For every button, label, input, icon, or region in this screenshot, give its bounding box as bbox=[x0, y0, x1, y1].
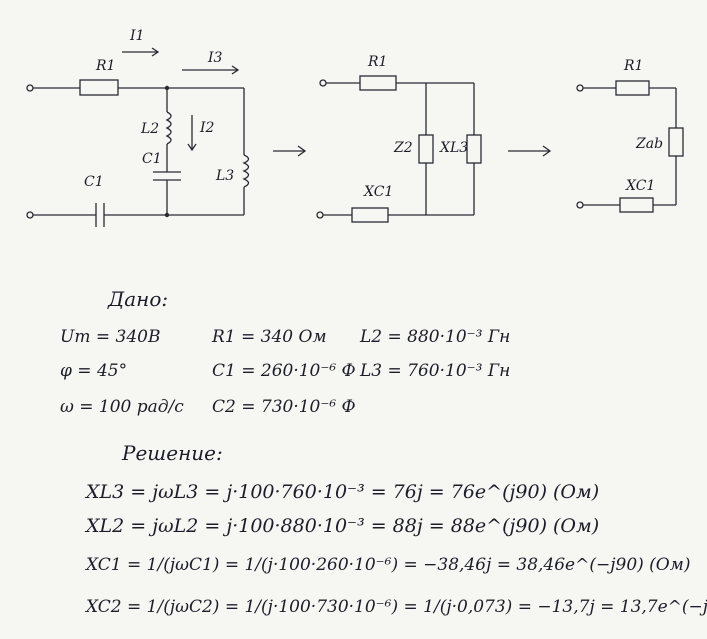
given-l2: L2 = 880·10⁻³ Гн bbox=[359, 327, 510, 347]
label-r1-step3: R1 bbox=[623, 58, 643, 74]
terminal-bottom-2 bbox=[316, 211, 324, 219]
given-um: Um = 340B bbox=[60, 327, 160, 347]
inductor-l2 bbox=[165, 111, 172, 145]
label-l2: L2 bbox=[140, 121, 159, 137]
solution-xl2: XL2 = jωL2 = j·100·880·10⁻³ = 88j = 88e^… bbox=[84, 515, 599, 537]
label-i2: I2 bbox=[199, 120, 215, 136]
terminal-bottom-1 bbox=[26, 211, 34, 219]
terminal-top-2 bbox=[319, 79, 327, 87]
given-heading: Дано: bbox=[107, 287, 168, 311]
impedance-z2 bbox=[418, 134, 434, 164]
label-xc1-step3: XC1 bbox=[625, 178, 655, 194]
circuit-step2: R1 Z2 XL3 XC1 bbox=[316, 54, 482, 223]
solution-xl3: XL3 = jωL3 = j·100·760·10⁻³ = 76j = 76e^… bbox=[84, 481, 599, 503]
given-section: Дано: Um = 340B R1 = 340 Ом L2 = 880·10⁻… bbox=[60, 287, 510, 417]
circuit-step3: R1 Zab XC1 bbox=[576, 58, 684, 213]
resistor-r1-step2 bbox=[359, 75, 397, 91]
impedance-xc1-step3 bbox=[619, 197, 654, 213]
terminal-top-3 bbox=[576, 84, 584, 92]
given-l3: L3 = 760·10⁻³ Гн bbox=[359, 361, 510, 381]
inductor-l3 bbox=[242, 154, 250, 188]
impedance-xl3 bbox=[466, 134, 482, 164]
label-i3: I3 bbox=[207, 50, 223, 66]
label-r1-step2: R1 bbox=[367, 54, 387, 70]
solution-xc1: XC1 = 1/(jωC1) = 1/(j·100·260·10⁻⁶) = −3… bbox=[84, 555, 690, 575]
given-c2: C2 = 730·10⁻⁶ Ф bbox=[212, 397, 356, 417]
label-r1: R1 bbox=[95, 58, 115, 74]
given-phi: φ = 45° bbox=[60, 361, 127, 381]
given-r1: R1 = 340 Ом bbox=[211, 327, 327, 347]
label-xc1-step2: XC1 bbox=[363, 184, 393, 200]
impedance-xc1-step2 bbox=[351, 207, 389, 223]
resistor-r1-step3 bbox=[615, 80, 650, 96]
label-i1: I1 bbox=[129, 28, 144, 44]
terminal-bottom-3 bbox=[576, 201, 584, 209]
label-zab: Zab bbox=[635, 136, 663, 152]
label-l3: L3 bbox=[215, 168, 234, 184]
label-z2: Z2 bbox=[393, 140, 413, 156]
terminal-top-1 bbox=[26, 84, 34, 92]
solution-heading: Решение: bbox=[121, 441, 223, 465]
given-omega: ω = 100 рад/с bbox=[60, 397, 184, 417]
label-c1-branch: C1 bbox=[142, 151, 162, 167]
solution-section: Решение: XL3 = jωL3 = j·100·760·10⁻³ = 7… bbox=[84, 441, 707, 617]
label-c1-series: C1 bbox=[84, 174, 104, 190]
solution-xc2: XC2 = 1/(jωC2) = 1/(j·100·730·10⁻⁶) = 1/… bbox=[84, 597, 707, 617]
resistor-r1 bbox=[79, 79, 119, 96]
given-c1: C1 = 260·10⁻⁶ Ф bbox=[212, 361, 356, 381]
circuit-original: R1 I1 I3 I2 L2 C1 L3 C1 bbox=[26, 28, 250, 227]
impedance-zab bbox=[668, 127, 684, 157]
label-xl3: XL3 bbox=[439, 140, 468, 156]
